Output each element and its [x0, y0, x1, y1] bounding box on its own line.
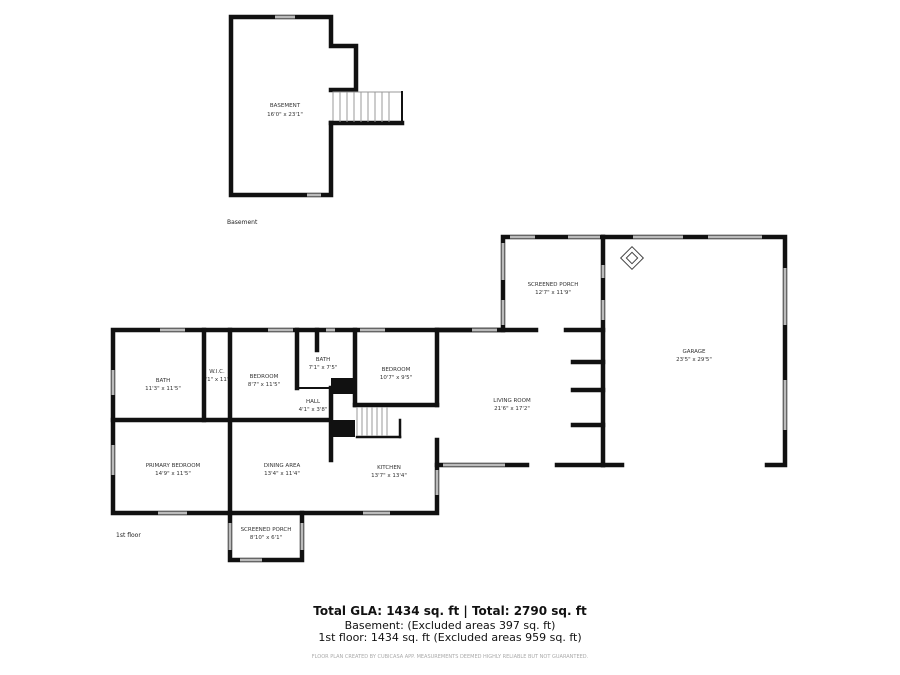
room-name: SCREENED PORCH — [528, 282, 579, 288]
room-name: BASEMENT — [270, 103, 301, 109]
room-name: HALL — [306, 399, 321, 405]
room-size: 8'10" x 6'1" — [250, 535, 282, 541]
room-name: KITCHEN — [377, 465, 401, 471]
basement-plan: BASEMENT 16'0" x 23'1" Basement — [227, 14, 405, 226]
walls — [110, 234, 788, 563]
room-name: LIVING ROOM — [493, 398, 531, 404]
room-size: 21'6" x 17'2" — [494, 406, 530, 412]
room-name: PRIMARY BEDROOM — [146, 463, 201, 469]
room-size: 7'1" x 7'5" — [309, 365, 338, 371]
room-name: BEDROOM — [382, 367, 411, 373]
room-size: 16'0" x 23'1" — [267, 112, 303, 118]
basement-area: Basement: (Excluded areas 397 sq. ft) — [344, 619, 556, 632]
room-name: GARAGE — [682, 349, 706, 355]
room-name: BEDROOM — [250, 374, 279, 380]
room-size: 12'7" x 11'9" — [535, 290, 571, 296]
wall-block — [331, 420, 355, 437]
room-size: 11'3" x 11'5" — [145, 386, 181, 392]
first-floor-plan: BATH 11'3" x 11'5" W.I.C. '1" x 11' BEDR… — [110, 234, 788, 563]
basement-walls — [228, 14, 359, 198]
stairs — [355, 407, 402, 439]
first-floor-area: 1st floor: 1434 sq. ft (Excluded areas 9… — [318, 631, 582, 644]
room-size: '1" x 11' — [206, 377, 229, 383]
room-size: 10'7" x 9'5" — [380, 375, 412, 381]
room-name: DINING AREA — [264, 463, 301, 469]
room-name: SCREENED PORCH — [241, 527, 292, 533]
room-size: 23'5" x 29'5" — [676, 357, 712, 363]
room-size: 14'9" x 11'5" — [155, 471, 191, 477]
fireplace-icon — [619, 245, 645, 271]
total-area: Total GLA: 1434 sq. ft | Total: 2790 sq.… — [313, 604, 587, 618]
room-size: 13'4" x 11'4" — [264, 471, 300, 477]
disclaimer: FLOOR PLAN CREATED BY CUBICASA APP. MEAS… — [311, 654, 589, 660]
windows — [111, 235, 787, 562]
room-size: 13'7" x 13'4" — [371, 473, 407, 479]
room-size: 8'7" x 11'5" — [248, 382, 280, 388]
basement-stairs — [328, 91, 405, 126]
floor-label: Basement — [227, 219, 258, 226]
wall-block — [331, 378, 355, 394]
room-name: BATH — [316, 357, 331, 363]
room-name: BATH — [156, 378, 171, 384]
floor-label: 1st floor — [116, 532, 141, 539]
room-size: 4'1" x 3'8" — [299, 407, 328, 413]
room-name: W.I.C. — [209, 369, 225, 375]
